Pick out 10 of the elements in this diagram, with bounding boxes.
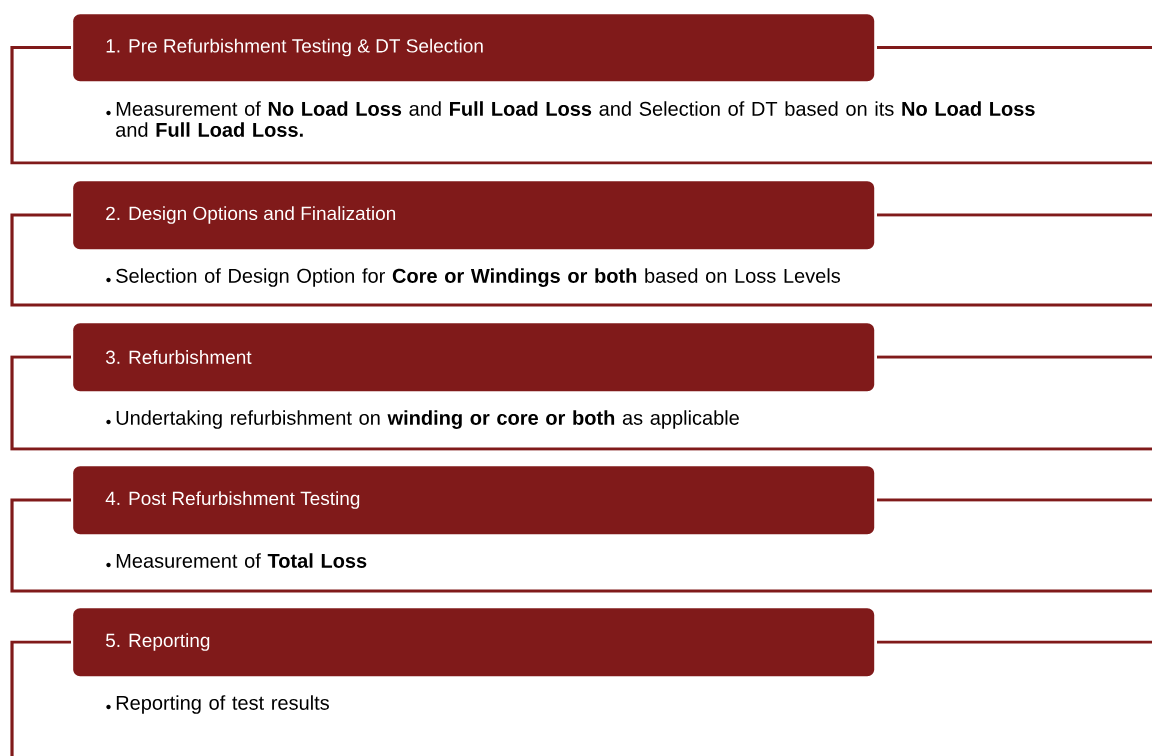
step-description: Selection of Design Option for Core or Windings or both based on Loss Levels	[116, 268, 840, 287]
step-title: 3. Refurbishment	[105, 350, 252, 364]
step-description: Measurement of Total Loss	[116, 553, 367, 568]
step-title: 5. Reporting	[105, 633, 210, 651]
step-description: Undertaking refurbishment on winding or core or both as applicable	[116, 410, 739, 429]
step-title: 4. Post Refurbishment Testing	[105, 491, 360, 509]
step-title: 2. Design Options and Finalization	[106, 206, 396, 224]
step-description: Measurement of No Load Loss and Full Load Loss and Selection of DT based on its No Load Loss and Full Load Loss.	[116, 101, 1035, 137]
step-title: 1. Pre Refurbishment Testing & DT Selection	[106, 38, 483, 57]
step-description: Reporting of test results	[116, 695, 329, 714]
